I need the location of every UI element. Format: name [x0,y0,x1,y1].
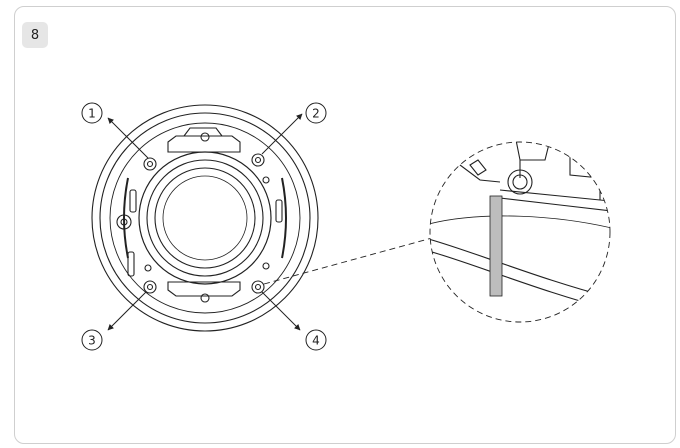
callout-3: 3 [81,329,103,351]
screw-hole-3 [143,280,157,294]
outer-ring [91,104,319,332]
step-number-badge: 8 [22,22,48,48]
camera-base-drawing [91,104,319,332]
screw-hole-4 [251,280,265,294]
detail-slot [489,195,503,297]
callout-2: 2 [305,102,327,124]
arrow-3 [107,291,147,331]
callout-label-1: 1 [88,107,96,121]
callout-1: 1 [81,102,103,124]
detail-screw-hole [507,169,533,195]
detail-leader-line [263,237,433,285]
arrow-2 [261,113,303,155]
screw-hole-2 [251,153,265,167]
screw-hole-1 [143,157,157,171]
callout-label-3: 3 [88,334,96,348]
inner-ring [99,112,311,324]
arrow-1 [107,117,149,159]
lens-housing [138,151,272,285]
callout-4: 4 [305,329,327,351]
arrow-4 [261,291,301,331]
callout-label-4: 4 [312,334,320,348]
detail-magnified-view [429,141,611,323]
detail-circle-outline [429,141,611,323]
callout-arrows [107,113,303,331]
callout-label-2: 2 [312,107,320,121]
